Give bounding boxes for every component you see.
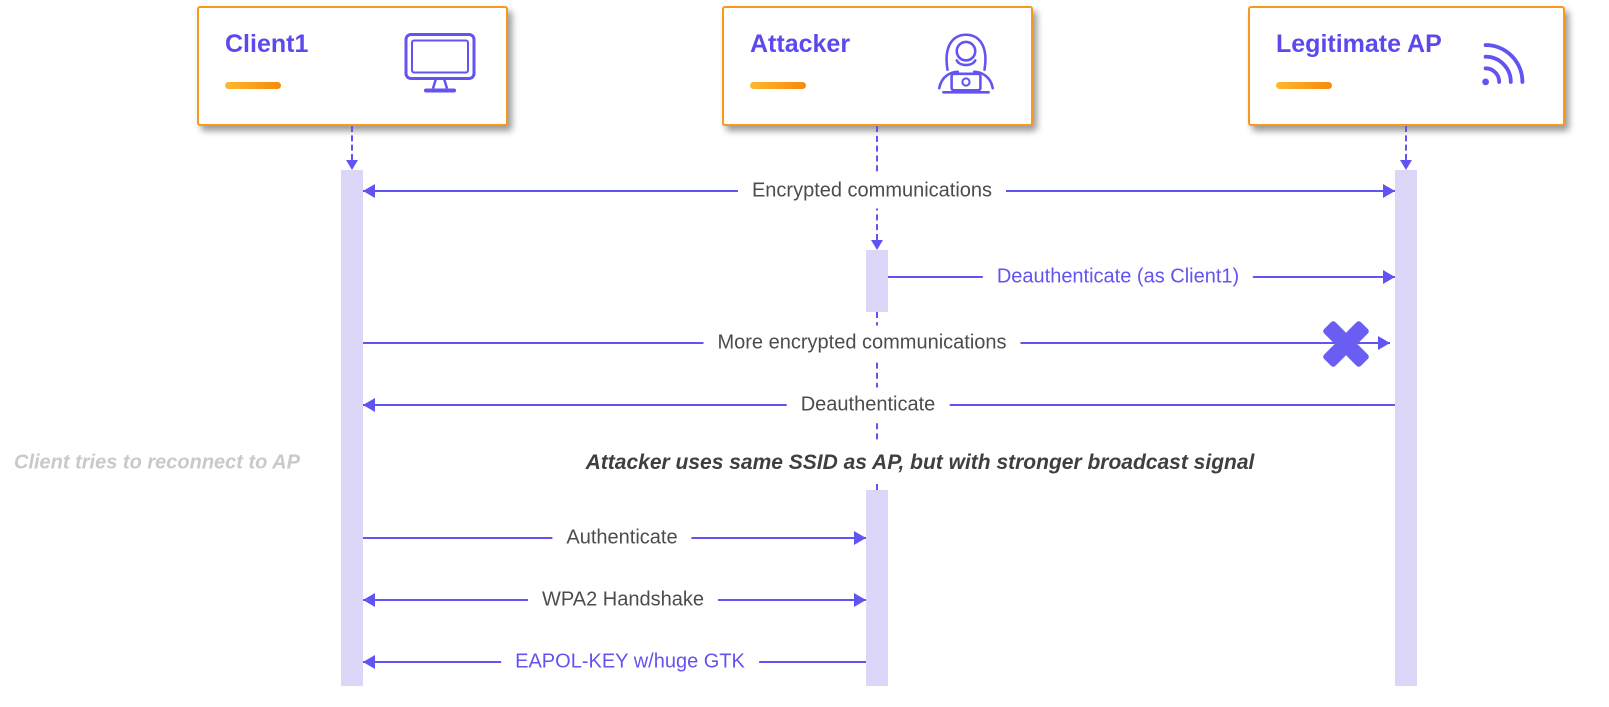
actor-client1: Client1 <box>197 6 508 126</box>
message-label: Encrypted communications <box>737 173 1007 209</box>
message-label: More encrypted communications <box>703 325 1021 361</box>
message-label: WPA2 Handshake <box>528 582 718 618</box>
activation-bar-attacker-1 <box>866 250 888 312</box>
arrowhead-left-icon <box>363 655 375 669</box>
message-label: Deauthenticate (as Client1) <box>982 259 1254 295</box>
title-underline <box>225 82 281 89</box>
wifi-icon <box>1473 33 1535 100</box>
monitor-icon <box>402 31 478 102</box>
arrowhead-left-icon <box>363 593 375 607</box>
arrowhead-right-icon <box>854 531 866 545</box>
arrowhead-right-icon <box>1378 336 1390 350</box>
lifeline-arrow-down-icon <box>1400 160 1412 170</box>
message-label: Deauthenticate <box>786 387 950 423</box>
activation-bar-attacker-2 <box>866 490 888 686</box>
arrowhead-right-icon <box>1383 270 1395 284</box>
actor-client1-title: Client1 <box>225 30 309 58</box>
arrowhead-left-icon <box>363 184 375 198</box>
side-note-client-reconnect: Client tries to reconnect to AP <box>14 451 300 474</box>
actor-legitimate-ap-title: Legitimate AP <box>1276 30 1442 58</box>
lifeline-arrow-down-icon <box>871 240 883 250</box>
actor-legitimate-ap: Legitimate AP <box>1248 6 1565 126</box>
title-underline <box>750 82 806 89</box>
title-underline <box>1276 82 1332 89</box>
hacker-icon <box>929 29 1003 104</box>
actor-attacker: Attacker <box>722 6 1033 126</box>
activation-bar-client1 <box>341 170 363 686</box>
note-attacker-ssid: Attacker uses same SSID as AP, but with … <box>563 442 1277 484</box>
lifeline-client1 <box>351 126 353 160</box>
arrowhead-right-icon <box>854 593 866 607</box>
message-label: EAPOL-KEY w/huge GTK <box>501 644 759 680</box>
lifeline-arrow-down-icon <box>346 160 358 170</box>
message-label: Authenticate <box>552 520 692 556</box>
arrowhead-right-icon <box>1383 184 1395 198</box>
arrowhead-left-icon <box>363 398 375 412</box>
lifeline-legitimate-ap <box>1405 126 1407 160</box>
activation-bar-legitimate-ap <box>1395 170 1417 686</box>
blocked-cross-icon <box>1318 316 1374 377</box>
actor-attacker-title: Attacker <box>750 30 851 58</box>
